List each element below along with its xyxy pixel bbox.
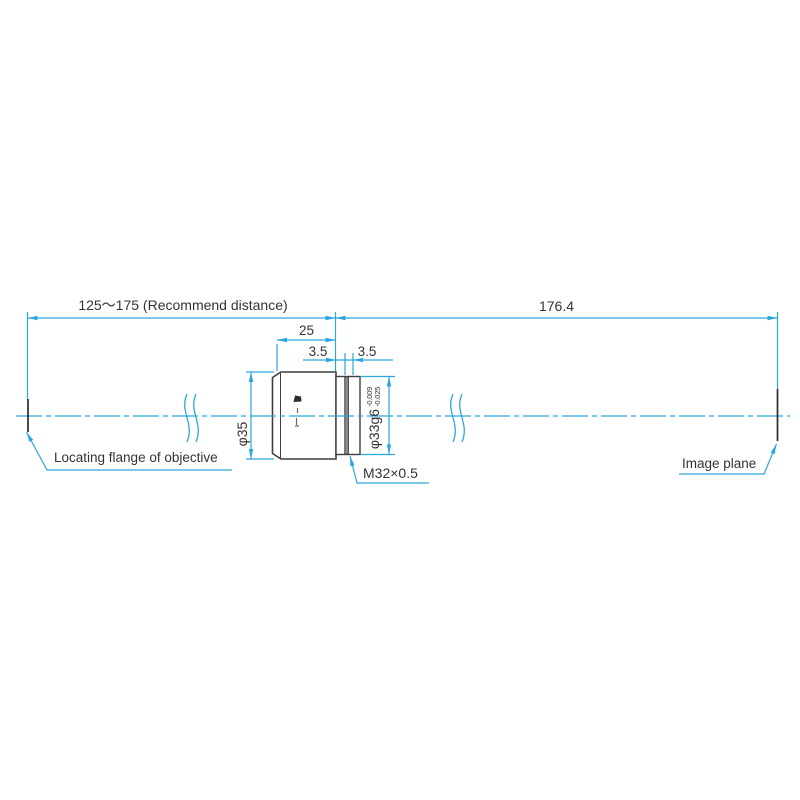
- arrow-icon: [248, 449, 254, 459]
- tolerance-lower: -0.025: [373, 386, 382, 407]
- arrow-icon: [325, 337, 336, 343]
- leader-lines: [25, 431, 778, 484]
- arrow-icon: [326, 357, 336, 363]
- leader-image-plane: [679, 443, 778, 475]
- dim-25-label: 25: [298, 323, 315, 338]
- break-symbols: [184, 393, 465, 443]
- dim-dia35-label: φ35: [233, 421, 250, 447]
- arrow-icon: [335, 315, 346, 321]
- arrow-icon: [386, 444, 392, 455]
- extension-lines: [26, 312, 779, 460]
- dim-3-5-front-label: 3.5: [308, 344, 328, 359]
- dim-recommend-distance-label: 125〜175 (Recommend distance): [78, 297, 288, 313]
- arrow-icon: [353, 357, 363, 363]
- engraving-logo-icon: [293, 395, 302, 402]
- thread-spec-label: M32×0.5: [363, 465, 418, 481]
- break-symbol-left-2: [193, 393, 199, 443]
- arrow-icon: [27, 315, 38, 321]
- leader-thread: [349, 455, 429, 484]
- arrow-icon: [277, 337, 287, 343]
- engraving-text-mark: [295, 408, 299, 427]
- arrow-icon: [248, 372, 254, 382]
- break-symbol-right-1: [450, 393, 456, 443]
- arrow-icon: [386, 376, 392, 387]
- image-plane-label: Image plane: [682, 456, 757, 471]
- arrow-icon: [325, 315, 336, 321]
- leader-objective-flange: [25, 431, 232, 471]
- arrowheads: [26, 315, 778, 467]
- dimension-lines: [27, 317, 778, 459]
- dim-3-5-rear-label: 3.5: [357, 344, 377, 359]
- arrow-icon: [767, 315, 778, 321]
- dim-176-4-label: 176.4: [538, 298, 575, 314]
- body-engraving: [293, 395, 302, 427]
- dia33g6-tolerances: -0.009 -0.025: [365, 386, 382, 407]
- break-symbol-right-2: [459, 393, 465, 443]
- objective-flange-label: Locating flange of objective: [54, 450, 218, 465]
- dia33g6-value: φ33g6: [365, 408, 382, 450]
- dim-dia33g6-label: φ33g6 -0.009 -0.025: [365, 380, 383, 456]
- break-symbol-left-1: [184, 393, 190, 443]
